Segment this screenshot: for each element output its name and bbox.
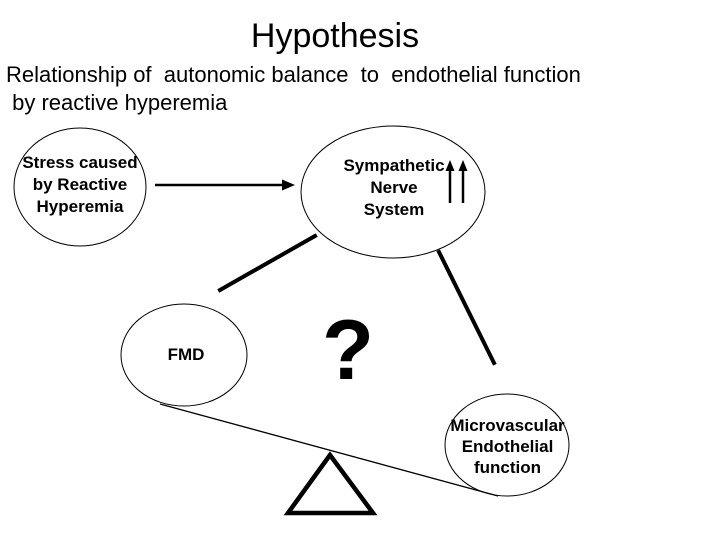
stress-node-label: Stress caused by Reactive Hyperemia — [22, 153, 138, 216]
line-sympathetic-to-fmd — [217, 233, 318, 293]
microvascular-node-label: Microvascular Endothelial function — [450, 416, 565, 477]
line-sympathetic-to-microvascular — [436, 249, 497, 366]
sympathetic-node-label: Sympathetic Nerve System — [343, 156, 445, 219]
fulcrum-triangle — [283, 451, 378, 516]
seesaw-beam-line — [159, 403, 499, 497]
question-mark: ? — [322, 303, 374, 398]
fmd-node-label: FMD — [167, 345, 205, 364]
slide-title: Hypothesis — [250, 17, 420, 55]
arrow-stress-to-sympathetic — [155, 179, 295, 191]
fmd-node-ellipse — [120, 303, 248, 407]
stress-node-ellipse — [13, 127, 147, 247]
increase-arrows-icon — [445, 160, 468, 203]
slide-subtitle: Relationship of autonomic balance to end… — [6, 62, 581, 115]
microvascular-node-ellipse — [444, 393, 570, 497]
sympathetic-node-ellipse — [300, 125, 486, 259]
